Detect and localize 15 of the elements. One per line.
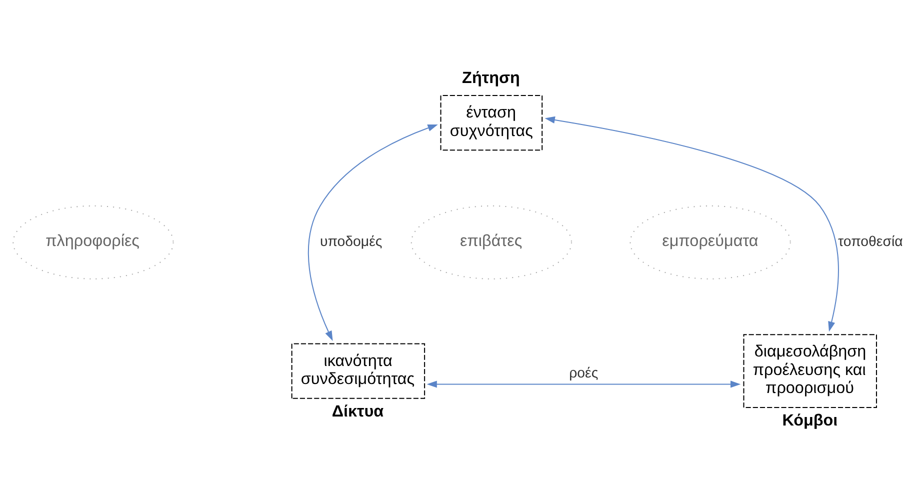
node-box: ένταση συχνότητας <box>440 94 542 150</box>
node-label: Κόμβοι <box>782 411 838 430</box>
node-box: ικανότητα συνδεσιμότητας <box>290 342 425 398</box>
edge-label: τοποθεσία <box>838 234 902 250</box>
node-ellipse: εμπορεύματα <box>629 204 790 279</box>
node-label: Ζήτηση <box>462 68 520 87</box>
node-box: διαμεσολάβηση προέλευσης και προορισμού <box>742 334 876 408</box>
arrow <box>308 124 438 341</box>
edge-label: υποδομές <box>319 234 382 250</box>
edge-label: ροές <box>568 364 598 381</box>
arrow <box>544 116 838 332</box>
node-ellipse: πληροφορίες <box>12 204 174 279</box>
node-label: Δίκτυα <box>331 402 384 420</box>
node-ellipse: επιβάτες <box>410 204 572 279</box>
arrow <box>426 380 740 388</box>
